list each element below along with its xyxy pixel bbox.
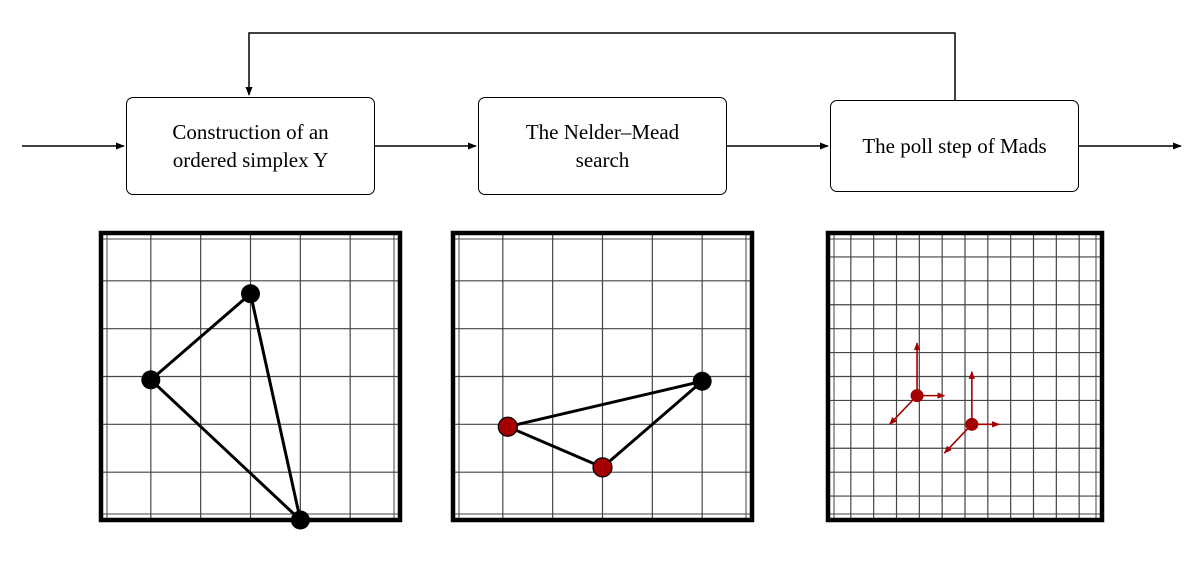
simplex-vertex bbox=[141, 370, 161, 390]
step-construction-label: Construction of an ordered simplex Y bbox=[172, 120, 329, 172]
simplex-vertex bbox=[290, 510, 310, 530]
simplex-vertex bbox=[592, 457, 613, 478]
simplex-panel bbox=[98, 230, 403, 530]
simplex-vertex bbox=[497, 416, 518, 437]
poll-direction-arrow bbox=[889, 395, 918, 425]
step-poll-box: The poll step of Mads bbox=[830, 100, 1079, 192]
simplex-triangle bbox=[149, 292, 302, 522]
feedback-loop-arrow bbox=[245, 32, 956, 100]
poll-center-point bbox=[910, 389, 924, 403]
poll-center-point bbox=[965, 417, 979, 431]
panel-frame bbox=[825, 230, 1105, 523]
poll-panel bbox=[825, 230, 1105, 523]
step-nelder-mead-label: The Nelder–Mead search bbox=[525, 120, 680, 172]
simplex-triangle bbox=[506, 379, 704, 469]
simplex-vertex bbox=[692, 371, 712, 391]
poll-direction-arrow bbox=[943, 423, 973, 454]
panel-frame bbox=[450, 230, 755, 523]
nelder-mead-panel bbox=[450, 230, 755, 523]
step-construction-box: Construction of an ordered simplex Y bbox=[126, 97, 375, 195]
step-poll-label: The poll step of Mads bbox=[862, 134, 1047, 158]
simplex-vertex bbox=[241, 284, 260, 304]
panel-frame bbox=[98, 230, 403, 523]
step-nelder-mead-box: The Nelder–Mead search bbox=[478, 97, 727, 195]
